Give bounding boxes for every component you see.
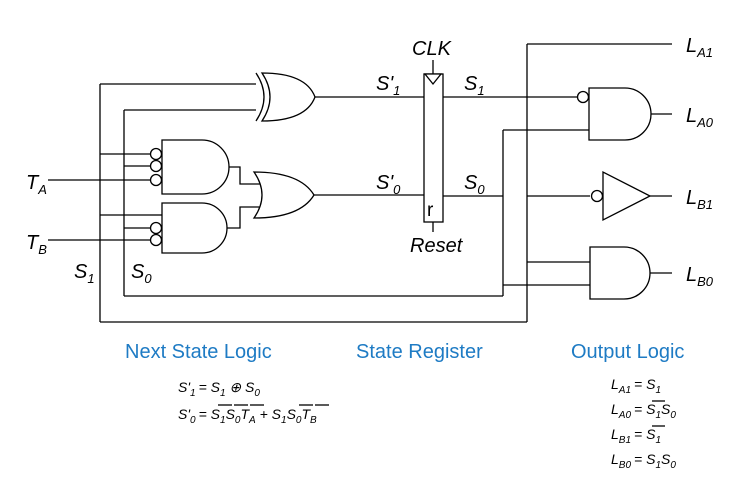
inversion-bubble-4: [149, 221, 163, 235]
inversion-bubble-5: [149, 233, 163, 247]
feedback-s1-label: S1: [74, 261, 95, 286]
or-gate: [252, 171, 315, 219]
input-ta-label: TA: [26, 172, 47, 197]
and-gate-1: [149, 139, 230, 195]
inversion-bubble-la0: [576, 90, 590, 104]
and-gate-la0: [576, 87, 652, 141]
reset-label: Reset: [410, 235, 464, 257]
eq-la1: LA1= S1: [611, 376, 661, 396]
s0-next-label: S'0: [376, 172, 401, 197]
input-tb-label: TB: [26, 232, 47, 257]
inversion-bubble-3: [149, 173, 163, 187]
xor-gate: [255, 72, 316, 122]
buffer-lb1: [590, 170, 652, 222]
s1-out-label: S1: [464, 73, 485, 98]
eq-s0-next: S'0= S1S0TA + S1S0TB: [178, 406, 317, 426]
output-lb1-label: LB1: [686, 187, 713, 212]
output-la0-label: LA0: [686, 105, 714, 130]
wires: [48, 43, 672, 323]
output-logic-title: Output Logic: [571, 341, 684, 363]
eq-lb1: LB1= S1: [611, 426, 661, 446]
clock-triangle: [423, 73, 443, 86]
s1-next-label: S'1: [376, 73, 400, 98]
inversion-bubble-1: [149, 147, 163, 161]
inversion-bubble-lb1: [590, 189, 604, 203]
inversion-bubble-2: [149, 159, 163, 173]
eq-la0: LA0= S1S0: [611, 401, 676, 421]
clk-label: CLK: [412, 38, 453, 60]
output-la1-label: LA1: [686, 35, 713, 60]
eq-lb0: LB0= S1S0: [611, 451, 676, 471]
next-state-logic-title: Next State Logic: [125, 341, 272, 363]
feedback-s0-label: S0: [131, 261, 152, 286]
output-lb0-label: LB0: [686, 264, 714, 289]
state-register-title: State Register: [356, 341, 483, 363]
s0-out-label: S0: [464, 172, 485, 197]
and-gate-lb0: [589, 246, 651, 300]
eq-s1-next: S'1= S1 ⊕ S0: [178, 379, 260, 399]
reset-pin-label: r: [427, 200, 434, 221]
state-register: [423, 73, 444, 223]
and-gate-2: [149, 202, 228, 254]
